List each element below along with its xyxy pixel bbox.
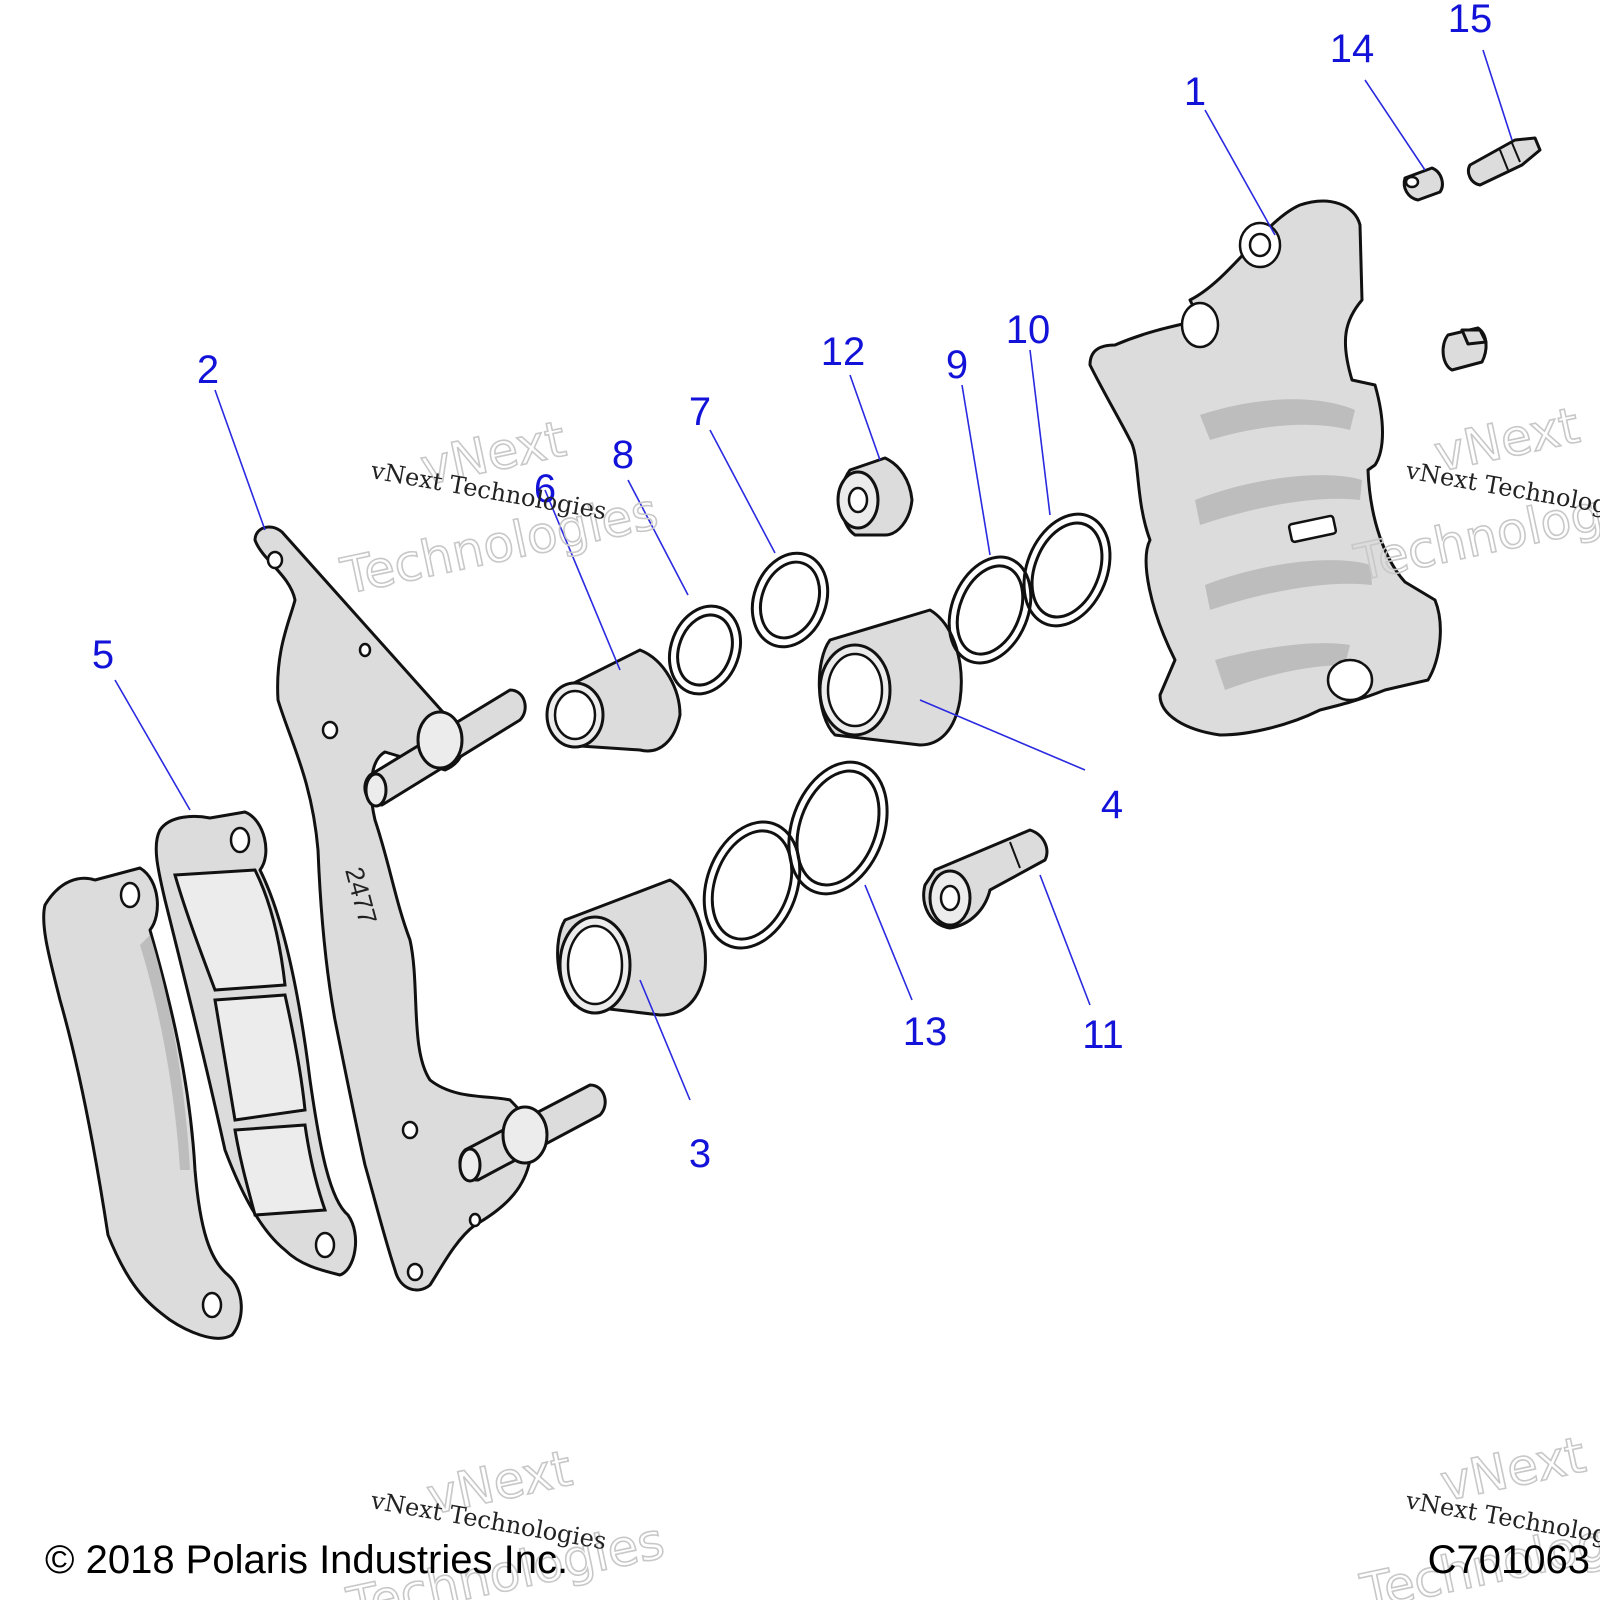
piston-small-upper — [545, 648, 682, 753]
callout-12: 12 — [821, 330, 866, 374]
caliper-bracket — [253, 525, 607, 1292]
callout-5: 5 — [92, 633, 114, 677]
seal-8 — [668, 604, 742, 696]
callout-11: 11 — [1082, 1013, 1124, 1057]
drawing-code: C701063 — [1428, 1538, 1590, 1582]
brake-pad-inner — [154, 810, 357, 1277]
caliper-fitting — [1441, 326, 1488, 372]
callout-13: 13 — [903, 1010, 948, 1054]
callout-3: 3 — [689, 1132, 711, 1176]
callout-labels: 1 2 3 4 5 6 7 8 9 10 11 12 13 14 15 — [92, 0, 1492, 1176]
callout-4: 4 — [1101, 783, 1123, 827]
callout-1: 1 — [1184, 70, 1206, 114]
piston-small-lower — [556, 878, 707, 1017]
seal-9 — [947, 555, 1033, 665]
leader-lines — [114, 49, 1513, 1101]
seal-13 — [787, 760, 889, 896]
caliper-housing — [1088, 199, 1442, 737]
seal-10 — [1022, 512, 1112, 628]
callout-14: 14 — [1330, 27, 1375, 71]
copyright-text: © 2018 Polaris Industries Inc. — [45, 1538, 568, 1582]
piston-large — [817, 608, 963, 747]
seal-7 — [750, 551, 830, 649]
brake-pad-outer — [42, 866, 243, 1340]
seal-lower-a — [702, 820, 802, 950]
callout-15: 15 — [1448, 0, 1493, 41]
bleeder-screw — [1466, 136, 1542, 187]
slide-pin-11 — [922, 828, 1049, 930]
bleeder-cap — [1402, 166, 1444, 202]
callout-7: 7 — [689, 390, 711, 434]
callout-10: 10 — [1006, 308, 1051, 352]
callout-2: 2 — [197, 348, 219, 392]
grommet-12 — [836, 456, 914, 537]
callout-8: 8 — [612, 433, 634, 477]
callout-9: 9 — [946, 343, 968, 387]
callout-6: 6 — [534, 467, 556, 511]
